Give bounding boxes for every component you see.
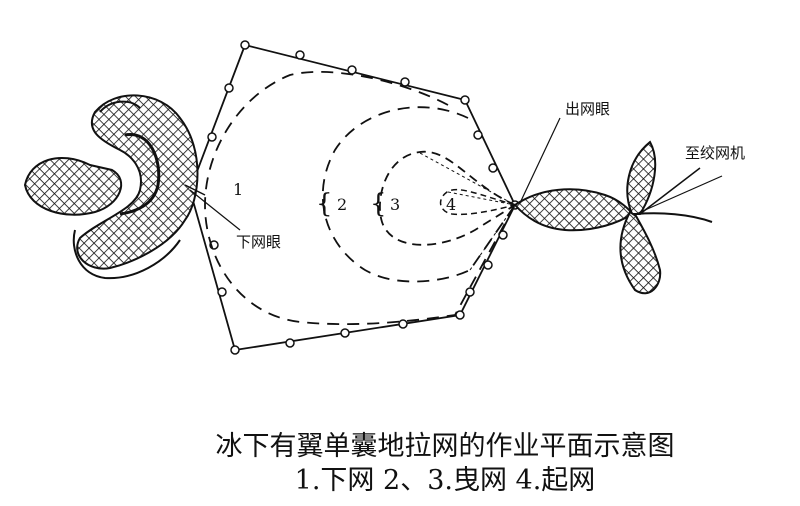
outlet-eye-label: 出网眼 [565, 100, 610, 118]
figure-caption-stages: 1.下网 2、3.曳网 4.起网 [294, 465, 596, 496]
stage-1-label: 1 [233, 180, 243, 199]
net-right [513, 140, 723, 295]
stage-3-label: 3 [390, 195, 400, 214]
stage-2-brace: { [316, 189, 333, 219]
stage-3-dashed-route [321, 106, 516, 283]
to-winch-label: 至绞网机 [685, 144, 745, 162]
net-left [23, 94, 206, 280]
outlet-eye-leader [519, 117, 561, 204]
stage-3b-dashed-route [379, 150, 517, 246]
stage-2-dashed-route [204, 70, 516, 326]
ice-hole-markers [207, 40, 520, 355]
stage-3-brace: { [370, 189, 387, 219]
stage-4-label: 4 [446, 195, 456, 214]
stage-4-dashed-route [439, 188, 516, 216]
haul-lines [419, 152, 516, 271]
lower-eye-label: 下网眼 [236, 233, 281, 251]
stage-2-label: 2 [337, 195, 347, 214]
lower-eye-leader [189, 189, 241, 231]
figure-caption-title: 冰下有翼单囊地拉网的作业平面示意图 [215, 431, 675, 462]
